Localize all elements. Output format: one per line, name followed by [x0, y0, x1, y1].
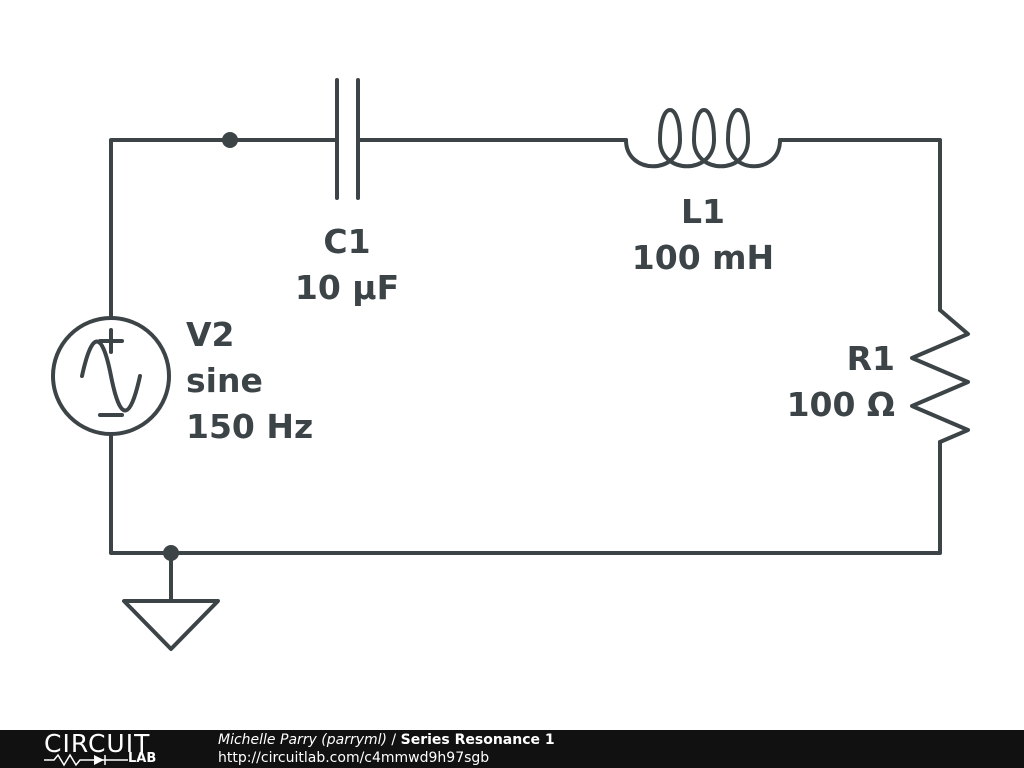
wire-inductor-to-resistor	[778, 138, 942, 312]
footer-bar: CIRCUIT LAB Michelle Parry (parryml) / S…	[0, 730, 1024, 768]
capacitor-name-label: C1	[323, 222, 370, 261]
resistor-name-label: R1	[847, 339, 895, 378]
circuitlab-logo-sub: LAB	[128, 751, 157, 766]
capacitor-value-label: 10 µF	[295, 268, 399, 307]
junction-dot-bottom	[163, 545, 179, 561]
ground-symbol	[122, 599, 220, 651]
source-frequency-label: 150 Hz	[186, 407, 313, 446]
circuit-url-link[interactable]: http://circuitlab.com/c4mmwd9h97sgb	[218, 750, 490, 766]
wire-left-top	[109, 138, 337, 320]
junction-dot-top	[222, 132, 238, 148]
wire-bottom-rail	[109, 433, 942, 555]
inductor-symbol	[624, 108, 782, 169]
footer-separator: /	[386, 732, 401, 748]
footer-attribution: Michelle Parry (parryml) / Series Resona…	[218, 731, 555, 749]
author-link[interactable]: Michelle Parry (parryml)	[218, 732, 387, 748]
circuit-schematic: C1 10 µF L1 100 mH R1 100 Ω V2 sine 150 …	[51, 78, 970, 651]
logo-waveform-icon	[44, 753, 128, 767]
inductor-value-label: 100 mH	[632, 238, 774, 277]
circuitlab-logo-text[interactable]: CIRCUIT	[44, 729, 151, 758]
resistor-value-label: 100 Ω	[787, 385, 895, 424]
circuit-title[interactable]: Series Resonance 1	[400, 732, 555, 748]
resistor-symbol	[910, 308, 970, 444]
wires	[109, 138, 942, 603]
source-type-label: sine	[186, 361, 263, 400]
voltage-source-symbol	[51, 316, 171, 436]
capacitor-symbol	[335, 78, 360, 200]
inductor-name-label: L1	[681, 192, 725, 231]
source-name-label: V2	[186, 315, 235, 354]
